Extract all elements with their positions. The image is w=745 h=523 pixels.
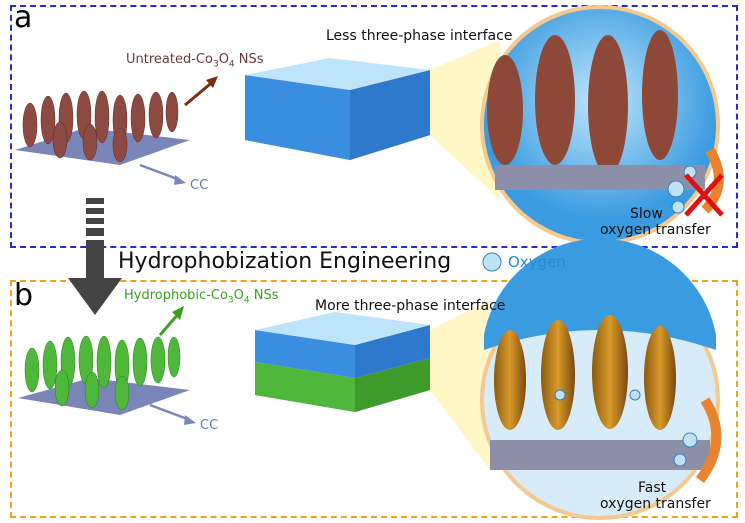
untreated-nanosheet-array [15, 90, 190, 165]
panel-a-frame [10, 5, 738, 248]
process-title: Hydrophobization Engineering [118, 249, 452, 274]
substrate-label-a: CC [190, 178, 209, 193]
panel-b-frame [10, 280, 738, 518]
panel-b-letter: b [14, 278, 34, 313]
interface-label-a: Less three-phase interface [326, 28, 513, 44]
interface-label-b: More three-phase interface [315, 298, 506, 314]
oxygen-bubble-icon [482, 252, 502, 272]
water-covered-block-a [245, 58, 430, 160]
slow-transfer-label-2: oxygen transfer [600, 222, 711, 238]
water-covered-block-b [255, 312, 430, 412]
slow-transfer-label-1: Slow [630, 206, 663, 222]
hydrophobic-nanosheet-label: Hydrophobic-Co3O4 NSs [124, 288, 279, 306]
untreated-nanosheet-label: Untreated-Co3O4 NSs [126, 52, 264, 70]
down-arrow-icon [68, 198, 122, 315]
fast-transfer-label-1: Fast [638, 480, 667, 496]
panel-a-letter: a [14, 0, 33, 35]
cross-icon [684, 173, 724, 217]
zoom-circle-b [480, 238, 720, 520]
oxygen-legend-label: Oxygen [508, 253, 566, 271]
substrate-label-b: CC [200, 418, 219, 433]
hydrophobic-nanosheet-array [18, 335, 190, 415]
fast-transfer-label-2: oxygen transfer [600, 496, 711, 512]
zoom-circle-a [480, 5, 720, 245]
